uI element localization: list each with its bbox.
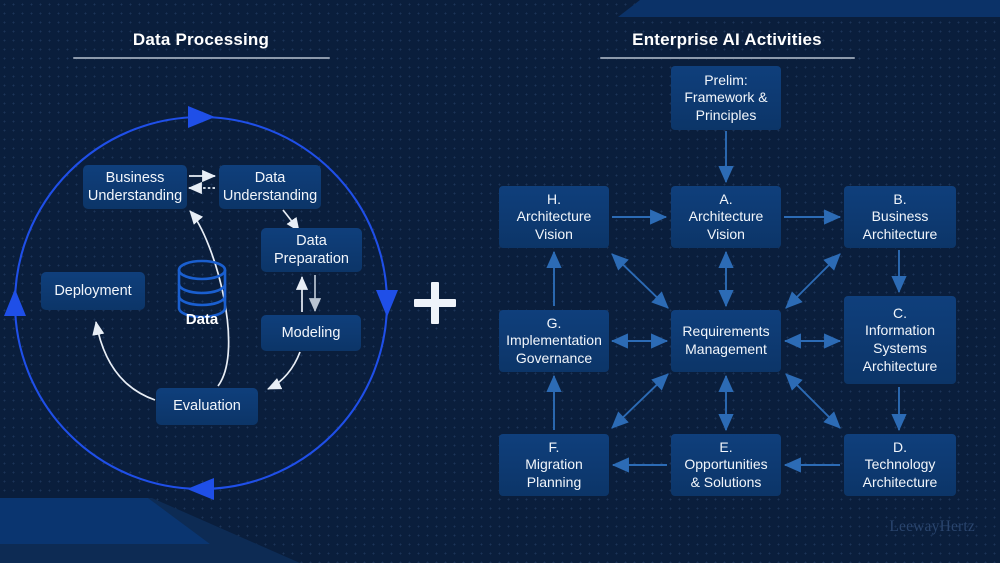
cycle-arrowhead-bottom	[187, 478, 214, 500]
node-a-architecture-vision[interactable]: A. Architecture Vision	[671, 186, 781, 248]
left-panel-title-rule	[73, 57, 330, 59]
node-e-opportunities-solutions[interactable]: E. Opportunities & Solutions	[671, 434, 781, 496]
cycle-arrowhead-right	[376, 290, 398, 317]
arrow-rm-to-d	[785, 373, 841, 429]
cycle-arrowhead-top	[188, 106, 215, 128]
decorative-band-bottom-left-front	[0, 498, 210, 544]
left-panel-title: Data Processing	[132, 30, 270, 49]
node-b-business-architecture[interactable]: B. Business Architecture	[844, 186, 956, 248]
right-panel-title: Enterprise AI Activities	[632, 30, 822, 49]
arrow-rm-to-b	[785, 253, 841, 309]
leewayhertz-watermark: LeewayHertz	[889, 518, 975, 535]
node-d-technology-architecture[interactable]: D. Technology Architecture	[844, 434, 956, 496]
node-data-preparation[interactable]: Data Preparation	[261, 228, 362, 272]
right-panel-title-rule	[600, 57, 855, 59]
node-business-understanding[interactable]: Business Understanding	[83, 165, 187, 209]
plus-vertical-bar	[431, 282, 439, 324]
arrow-rm-to-h	[611, 253, 669, 309]
data-cylinder-label: Data	[185, 311, 219, 328]
node-g-implementation-governance[interactable]: G. Implementation Governance	[499, 310, 609, 372]
node-evaluation[interactable]: Evaluation	[156, 388, 258, 425]
node-requirements-management[interactable]: Requirements Management	[671, 310, 781, 372]
arrow-rm-to-f	[611, 373, 669, 429]
node-h-architecture-vision[interactable]: H. Architecture Vision	[499, 186, 609, 248]
arrow-evaluation-to-deployment	[92, 320, 156, 401]
node-c-information-systems-architecture[interactable]: C. Information Systems Architecture	[844, 296, 956, 384]
plus-operator	[414, 282, 456, 324]
decorative-band-top-right	[618, 0, 1000, 17]
node-deployment[interactable]: Deployment	[41, 272, 145, 310]
database-cylinder-icon	[177, 259, 227, 319]
node-prelim-framework-principles[interactable]: Prelim: Framework & Principles	[671, 66, 781, 130]
cycle-arrowhead-left	[4, 289, 26, 316]
arrow-modeling-to-evaluation	[267, 351, 301, 390]
node-f-migration-planning[interactable]: F. Migration Planning	[499, 434, 609, 496]
node-modeling[interactable]: Modeling	[261, 315, 361, 351]
decorative-band-bottom-left-back	[0, 498, 300, 563]
node-data-understanding[interactable]: Data Understanding	[219, 165, 321, 209]
